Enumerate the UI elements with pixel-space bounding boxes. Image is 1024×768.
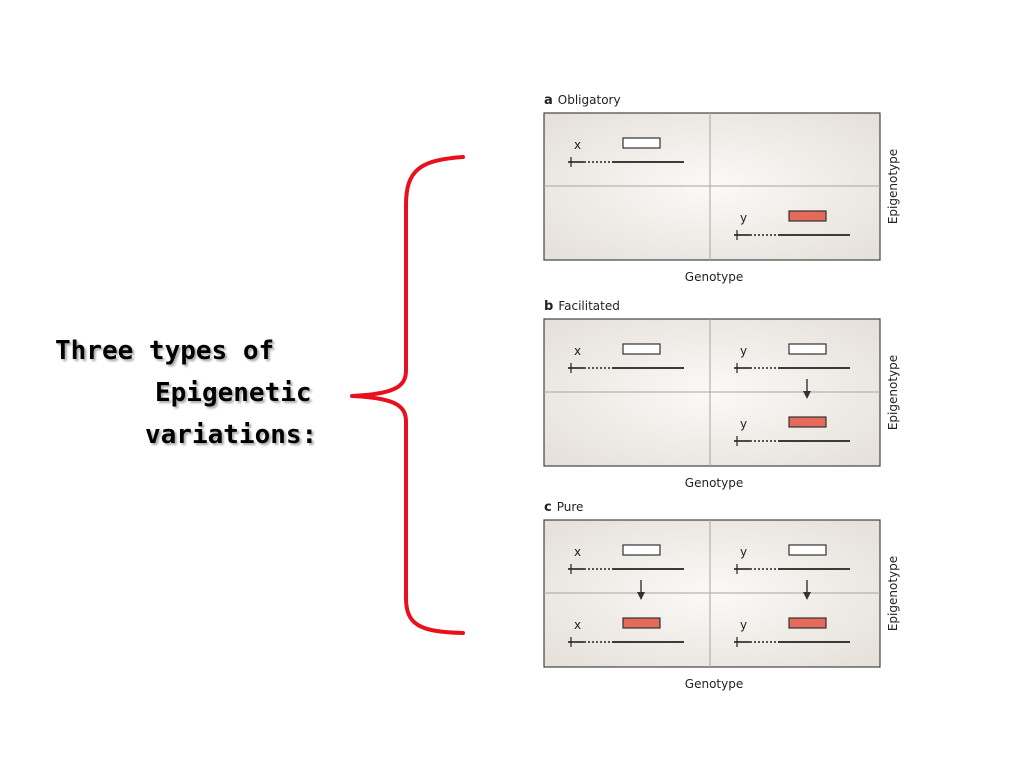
panel-c-title-text: Pure: [557, 500, 584, 514]
panel-b-title: b Facilitated: [544, 299, 620, 314]
panel-b-top-right-mark-box: [788, 343, 827, 355]
panel-c-title: c Pure: [544, 500, 583, 515]
panel-c-y-label: Epigenotype: [886, 556, 900, 631]
panel-b-bottom-right-allele-label: y: [740, 417, 747, 431]
panel-c-x-label: Genotype: [685, 677, 743, 691]
panel-a-bottom-right-allele-label: y: [740, 211, 747, 225]
panel-a-x-label: Genotype: [685, 270, 743, 284]
panel-c-bottom-left-allele-label: x: [574, 618, 581, 632]
panel-b-title-text: Facilitated: [558, 299, 620, 313]
panel-b-top-left-mark-box: [622, 343, 661, 355]
panel-b-bottom-right-mark-box: [788, 416, 827, 428]
panel-b-y-label: Epigenotype: [886, 355, 900, 430]
panel-b-x-label: Genotype: [685, 476, 743, 490]
panel-a-top-left-mark-box: [622, 137, 661, 149]
panel-b-top-right-allele-label: y: [740, 344, 747, 358]
panel-a-top-left-allele-label: x: [574, 138, 581, 152]
panel-b-top-left-allele-label: x: [574, 344, 581, 358]
panel-c-bottom-right-allele-label: y: [740, 618, 747, 632]
panel-a-bottom-right-mark-box: [788, 210, 827, 222]
heading-line-2: Epigenetic: [155, 378, 312, 408]
panel-c-top-left-allele-label: x: [574, 545, 581, 559]
panel-a-title: a Obligatory: [544, 93, 621, 108]
panel-a-title-text: Obligatory: [558, 93, 621, 107]
panel-a-letter: a: [544, 93, 553, 108]
heading-line-3: variations:: [145, 420, 318, 450]
panel-c-bottom-left-mark-box: [622, 617, 661, 629]
panel-c-top-right-mark-box: [788, 544, 827, 556]
panel-c-top-left-mark-box: [622, 544, 661, 556]
panel-c-letter: c: [544, 500, 552, 515]
panel-c-bottom-right-mark-box: [788, 617, 827, 629]
panel-c-top-right-allele-label: y: [740, 545, 747, 559]
heading-line-1: Three types of: [55, 336, 275, 366]
curly-brace: [350, 155, 465, 635]
panel-b-letter: b: [544, 299, 553, 314]
panel-b-arrow-right-head: [803, 391, 811, 399]
panel-a-y-label: Epigenotype: [886, 149, 900, 224]
panel-c-arrow-left-head: [637, 592, 645, 600]
panel-c-arrow-right-head: [803, 592, 811, 600]
